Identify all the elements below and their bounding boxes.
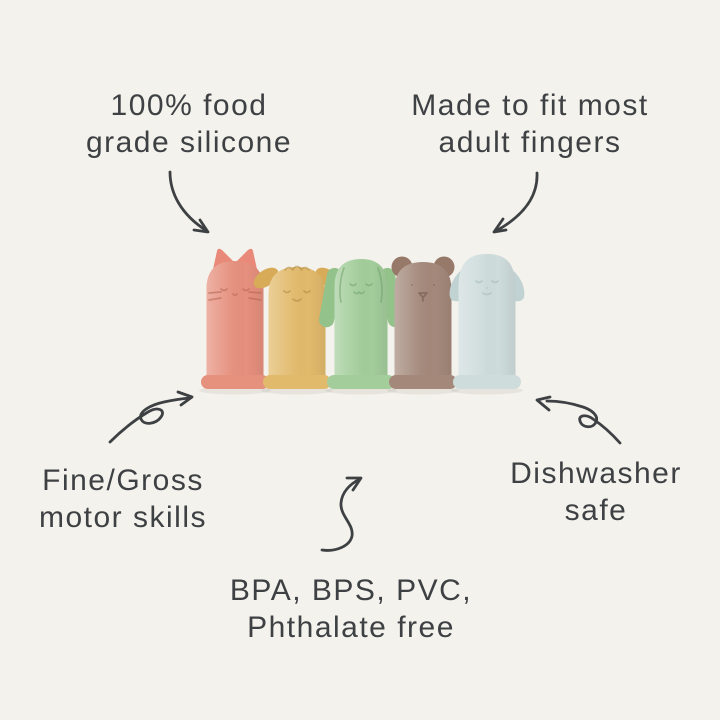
label-line: Phthalate free <box>247 611 455 644</box>
label-dishwasher-safe: Dishwasher safe <box>510 455 682 529</box>
arrow-bottom-left-loop-icon <box>108 390 194 444</box>
puppet-bunny <box>319 259 403 395</box>
label-line: BPA, BPS, PVC, <box>229 574 473 607</box>
arrow-top-left-icon <box>168 170 210 234</box>
label-line: motor skills <box>38 501 208 534</box>
puppet-bear <box>387 256 459 395</box>
label-line: adult fingers <box>438 126 622 159</box>
finger-puppets-photo <box>199 248 525 395</box>
label-line: Made to fit most <box>411 89 649 122</box>
puppet-lamb <box>253 265 341 395</box>
label-line: safe <box>564 494 628 527</box>
puppet-dog <box>449 254 525 395</box>
label-chemical-free: BPA, BPS, PVC, Phthalate free <box>230 572 472 646</box>
bear-face <box>411 284 435 302</box>
arrow-bottom-right-loop-icon <box>535 395 622 445</box>
cat-face <box>208 288 262 301</box>
arrow-top-right-icon <box>492 171 539 234</box>
lamb-face <box>283 265 311 302</box>
label-line: Fine/Gross <box>42 464 204 497</box>
label-motor-skills: Fine/Gross motor skills <box>39 462 207 536</box>
label-fits-adult-fingers: Made to fit most adult fingers <box>411 87 648 161</box>
label-food-grade-silicone: 100% food grade silicone <box>86 87 292 161</box>
label-line: 100% food <box>110 89 268 122</box>
label-line: Dishwasher <box>510 457 682 490</box>
bunny-face <box>339 267 383 303</box>
puppet-cat <box>199 248 271 395</box>
label-line: grade silicone <box>85 126 293 159</box>
arrow-bottom-center-s-icon <box>320 476 363 552</box>
dog-face <box>475 280 499 296</box>
